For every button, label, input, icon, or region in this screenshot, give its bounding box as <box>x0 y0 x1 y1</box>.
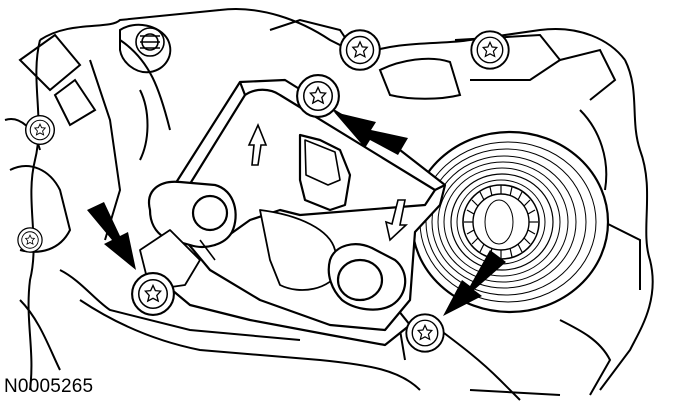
torx-bolt-icon <box>339 29 381 71</box>
direction-arrow-icon <box>247 122 268 166</box>
arrow-pointer-icon <box>443 250 506 316</box>
arrow-pointer-icon <box>334 112 408 155</box>
arrow-pointer-icon <box>87 202 136 270</box>
output-shaft-bearing <box>410 130 610 314</box>
torx-bolt-icon <box>17 227 43 253</box>
selector-cover-bracket <box>139 78 447 347</box>
figure-code: N0005265 <box>4 376 94 397</box>
housing-bolts <box>17 27 510 253</box>
torx-bolt-icon <box>24 114 56 146</box>
direction-arrow-icon <box>384 199 409 242</box>
threaded-stud <box>135 27 165 57</box>
transmission-housing <box>4 8 654 401</box>
torx-bolt-icon <box>470 30 510 70</box>
torx-bolt-icon <box>131 272 175 316</box>
torx-bolt-icon <box>296 74 340 118</box>
torx-bolt-icon <box>405 313 445 353</box>
